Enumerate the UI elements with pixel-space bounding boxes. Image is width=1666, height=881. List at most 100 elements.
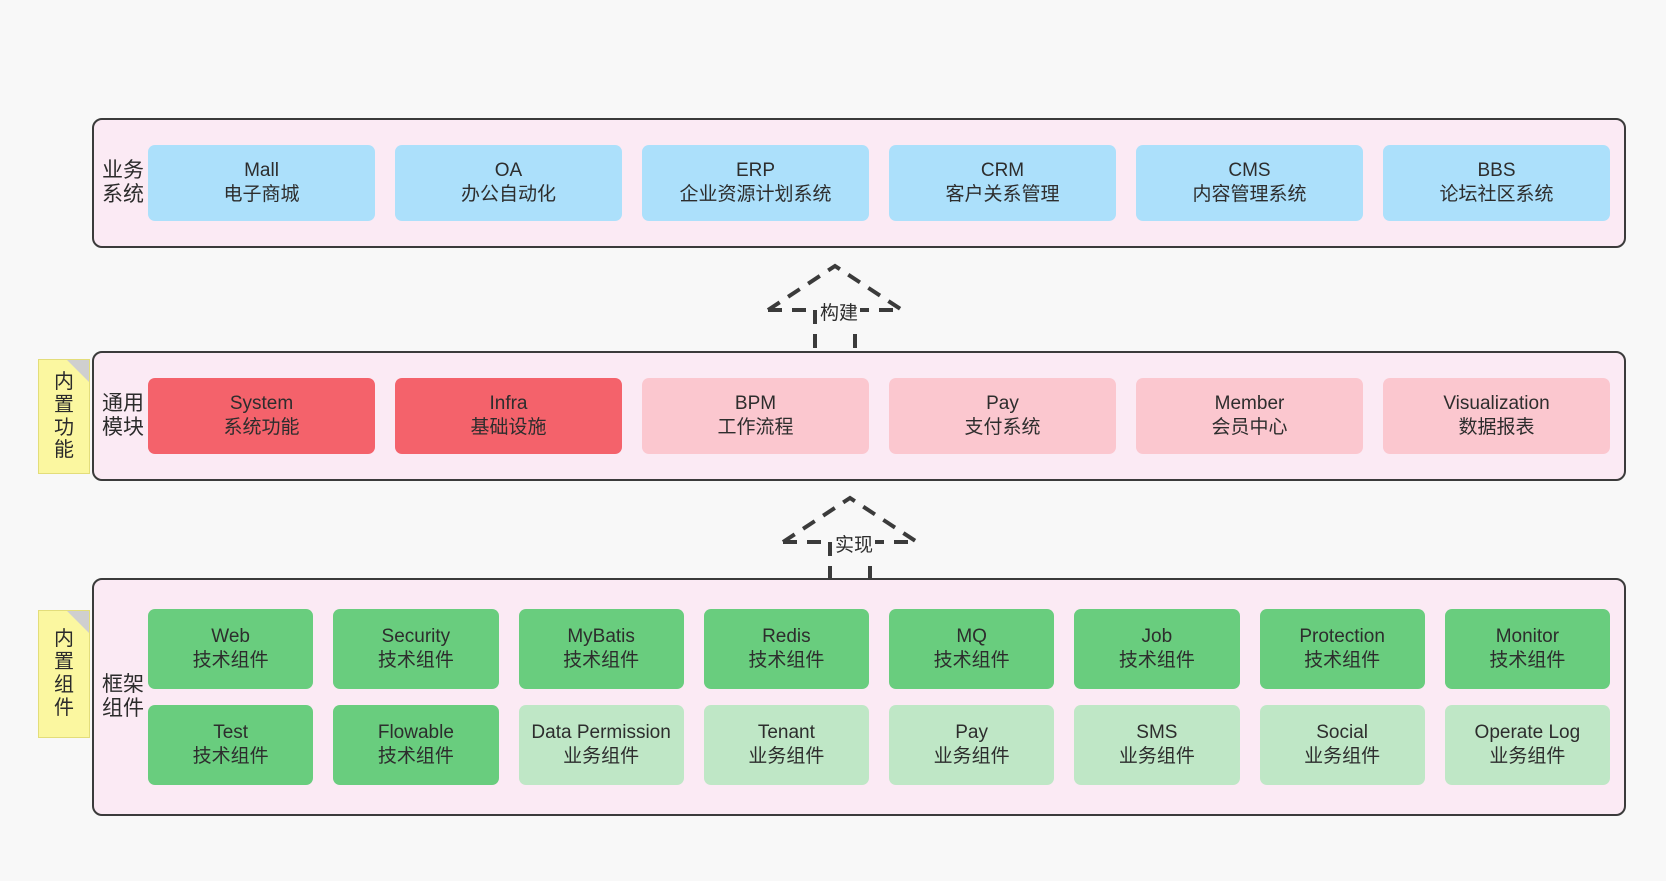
module-card-title: System	[229, 392, 294, 414]
component-card-subtitle: 技术组件	[377, 746, 454, 767]
component-card-subtitle: 技术组件	[1489, 650, 1566, 671]
connector-build-label: 构建	[818, 298, 861, 325]
module-card-title: CRM	[980, 159, 1025, 181]
component-card-test[interactable]: Test 技术组件	[148, 705, 314, 785]
module-card-title: Mall	[244, 159, 279, 181]
component-card-subtitle: 技术组件	[1304, 650, 1381, 671]
connector-implement-label: 实现	[833, 530, 876, 557]
module-card-title: BBS	[1477, 159, 1516, 181]
module-card-title: OA	[494, 159, 523, 181]
component-card-tenant[interactable]: Tenant 业务组件	[703, 705, 869, 785]
component-card-subtitle: 业务组件	[1489, 746, 1566, 767]
module-card-title: Visualization	[1443, 392, 1550, 414]
component-card-subtitle: 技术组件	[377, 650, 454, 671]
component-card-subtitle: 技术组件	[192, 650, 269, 671]
module-card-subtitle: 客户关系管理	[945, 184, 1060, 205]
module-card-subtitle: 企业资源计划系统	[679, 184, 832, 205]
module-card-subtitle: 基础设施	[470, 417, 547, 438]
module-card-subtitle: 办公自动化	[460, 184, 556, 205]
module-card-bbs[interactable]: BBS 论坛社区系统	[1383, 145, 1610, 221]
component-card-title: Security	[381, 625, 451, 647]
module-card-crm[interactable]: CRM 客户关系管理	[889, 145, 1116, 221]
sticky-note-builtin-function: 内置功能	[38, 359, 90, 474]
component-card-sms[interactable]: SMS 业务组件	[1074, 705, 1240, 785]
component-card-subtitle: 业务组件	[563, 746, 640, 767]
sticky-note-builtin-function-label: 内置功能	[54, 370, 74, 462]
module-card-subtitle: 内容管理系统	[1192, 184, 1307, 205]
module-card-subtitle: 会员中心	[1211, 417, 1288, 438]
component-card-title: Pay	[955, 721, 988, 743]
module-card-title: ERP	[735, 159, 776, 181]
module-card-mall[interactable]: Mall 电子商城	[148, 145, 375, 221]
component-card-title: Protection	[1299, 625, 1385, 647]
module-card-subtitle: 数据报表	[1458, 417, 1535, 438]
component-card-title: MyBatis	[567, 625, 635, 647]
module-card-title: Infra	[489, 392, 528, 414]
module-card-title: Member	[1214, 392, 1285, 414]
module-card-subtitle: 电子商城	[223, 184, 300, 205]
component-card-social[interactable]: Social 业务组件	[1259, 705, 1425, 785]
component-card-subtitle: 业务组件	[933, 746, 1010, 767]
module-card-erp[interactable]: ERP 企业资源计划系统	[642, 145, 869, 221]
component-card-security[interactable]: Security 技术组件	[333, 609, 499, 689]
component-card-title: Redis	[762, 625, 811, 647]
component-card-web[interactable]: Web 技术组件	[148, 609, 314, 689]
component-card-title: MQ	[956, 625, 987, 647]
module-card-oa[interactable]: OA 办公自动化	[395, 145, 622, 221]
component-card-flowable[interactable]: Flowable 技术组件	[333, 705, 499, 785]
layer-framework-component-row-business: Test 技术组件 Flowable 技术组件 Data Permission …	[148, 705, 1610, 785]
layer-framework-component-label: 框架组件	[102, 673, 144, 720]
component-card-job[interactable]: Job 技术组件	[1074, 609, 1240, 689]
module-card-subtitle: 工作流程	[717, 417, 794, 438]
component-card-subtitle: 业务组件	[748, 746, 825, 767]
module-card-title: CMS	[1228, 159, 1271, 181]
component-card-title: Data Permission	[531, 721, 671, 743]
module-card-pay[interactable]: Pay 支付系统	[889, 378, 1116, 454]
component-card-subtitle: 技术组件	[933, 650, 1010, 671]
module-card-infra[interactable]: Infra 基础设施	[395, 378, 622, 454]
component-card-pay[interactable]: Pay 业务组件	[889, 705, 1055, 785]
component-card-title: Tenant	[757, 721, 815, 743]
layer-framework-component: 框架组件 Web 技术组件 Security 技术组件 MyBatis 技术组件…	[92, 578, 1626, 816]
sticky-note-builtin-component: 内置组件	[38, 610, 90, 738]
component-card-title: Job	[1141, 625, 1173, 647]
component-card-mq[interactable]: MQ 技术组件	[889, 609, 1055, 689]
module-card-bpm[interactable]: BPM 工作流程	[642, 378, 869, 454]
component-card-title: Web	[211, 625, 250, 647]
connector-implement: 实现	[775, 490, 925, 582]
component-card-subtitle: 技术组件	[192, 746, 269, 767]
layer-framework-component-row-technical: Web 技术组件 Security 技术组件 MyBatis 技术组件 Redi…	[148, 609, 1610, 689]
layer-common-module-label: 通用模块	[102, 392, 144, 439]
component-card-operate-log[interactable]: Operate Log 业务组件	[1444, 705, 1610, 785]
component-card-title: SMS	[1136, 721, 1178, 743]
module-card-visualization[interactable]: Visualization 数据报表	[1383, 378, 1610, 454]
component-card-title: Flowable	[377, 721, 454, 743]
note-fold-corner-icon	[67, 611, 89, 633]
layer-common-module-body: System 系统功能 Infra 基础设施 BPM 工作流程 Pay 支付系统…	[144, 378, 1624, 454]
module-card-cms[interactable]: CMS 内容管理系统	[1136, 145, 1363, 221]
layer-business-system: 业务系统 Mall 电子商城 OA 办公自动化 ERP 企业资源计划系统 CRM…	[92, 118, 1626, 248]
component-card-title: Monitor	[1495, 625, 1560, 647]
module-card-title: Pay	[986, 392, 1019, 414]
component-card-title: Operate Log	[1474, 721, 1581, 743]
component-card-subtitle: 技术组件	[748, 650, 825, 671]
component-card-subtitle: 业务组件	[1118, 746, 1195, 767]
component-card-mybatis[interactable]: MyBatis 技术组件	[518, 609, 684, 689]
component-card-subtitle: 业务组件	[1304, 746, 1381, 767]
layer-business-system-row: Mall 电子商城 OA 办公自动化 ERP 企业资源计划系统 CRM 客户关系…	[148, 145, 1610, 221]
component-card-monitor[interactable]: Monitor 技术组件	[1444, 609, 1610, 689]
layer-common-module-row: System 系统功能 Infra 基础设施 BPM 工作流程 Pay 支付系统…	[148, 378, 1610, 454]
component-card-title: Test	[213, 721, 249, 743]
layer-business-system-label: 业务系统	[102, 159, 144, 206]
component-card-protection[interactable]: Protection 技术组件	[1259, 609, 1425, 689]
module-card-title: BPM	[734, 392, 777, 414]
layer-framework-component-body: Web 技术组件 Security 技术组件 MyBatis 技术组件 Redi…	[144, 609, 1624, 785]
module-card-member[interactable]: Member 会员中心	[1136, 378, 1363, 454]
component-card-data-permission[interactable]: Data Permission 业务组件	[518, 705, 684, 785]
component-card-subtitle: 技术组件	[563, 650, 640, 671]
component-card-redis[interactable]: Redis 技术组件	[703, 609, 869, 689]
module-card-system[interactable]: System 系统功能	[148, 378, 375, 454]
module-card-subtitle: 系统功能	[223, 417, 300, 438]
note-fold-corner-icon	[67, 360, 89, 382]
